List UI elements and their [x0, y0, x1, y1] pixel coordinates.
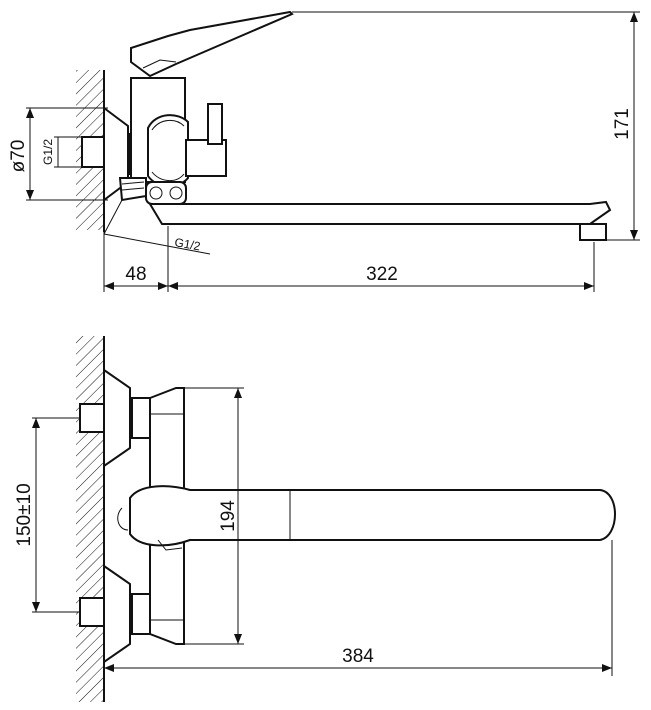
aerator: [579, 223, 607, 241]
dim-center-distance: 150±10: [14, 483, 35, 546]
body-bulge: [147, 114, 189, 187]
thread-inlet-label: G1/2: [41, 139, 55, 165]
dim-height: 171: [612, 108, 633, 140]
lower-inlet-pipe: [79, 597, 107, 627]
front-spout: [129, 485, 616, 547]
lever-handle: [130, 10, 294, 78]
dim-diameter: ø70: [8, 140, 29, 173]
diverter-knob: [207, 103, 223, 145]
front-view: 194 150±10 384: [14, 336, 616, 702]
dim-wall-offset: 48: [125, 264, 146, 285]
lower-eccentric: [103, 564, 131, 664]
wall-hatch-bottom: [76, 336, 104, 702]
upper-inlet-pipe: [79, 403, 107, 433]
lower-nut: [131, 593, 151, 635]
dim-total-length: 384: [342, 646, 374, 667]
dim-spout-length: 322: [366, 264, 398, 285]
dim-body-height: 194: [218, 500, 239, 532]
upper-eccentric: [103, 368, 131, 468]
spout: [148, 200, 612, 225]
thread-outlet-label: G1/2: [173, 235, 201, 253]
side-view: 171 ø70 G1/2 G1/2 48 322: [8, 10, 640, 292]
spout-connector: [145, 181, 187, 205]
upper-nut: [131, 397, 151, 439]
diverter-stem: [185, 139, 227, 177]
